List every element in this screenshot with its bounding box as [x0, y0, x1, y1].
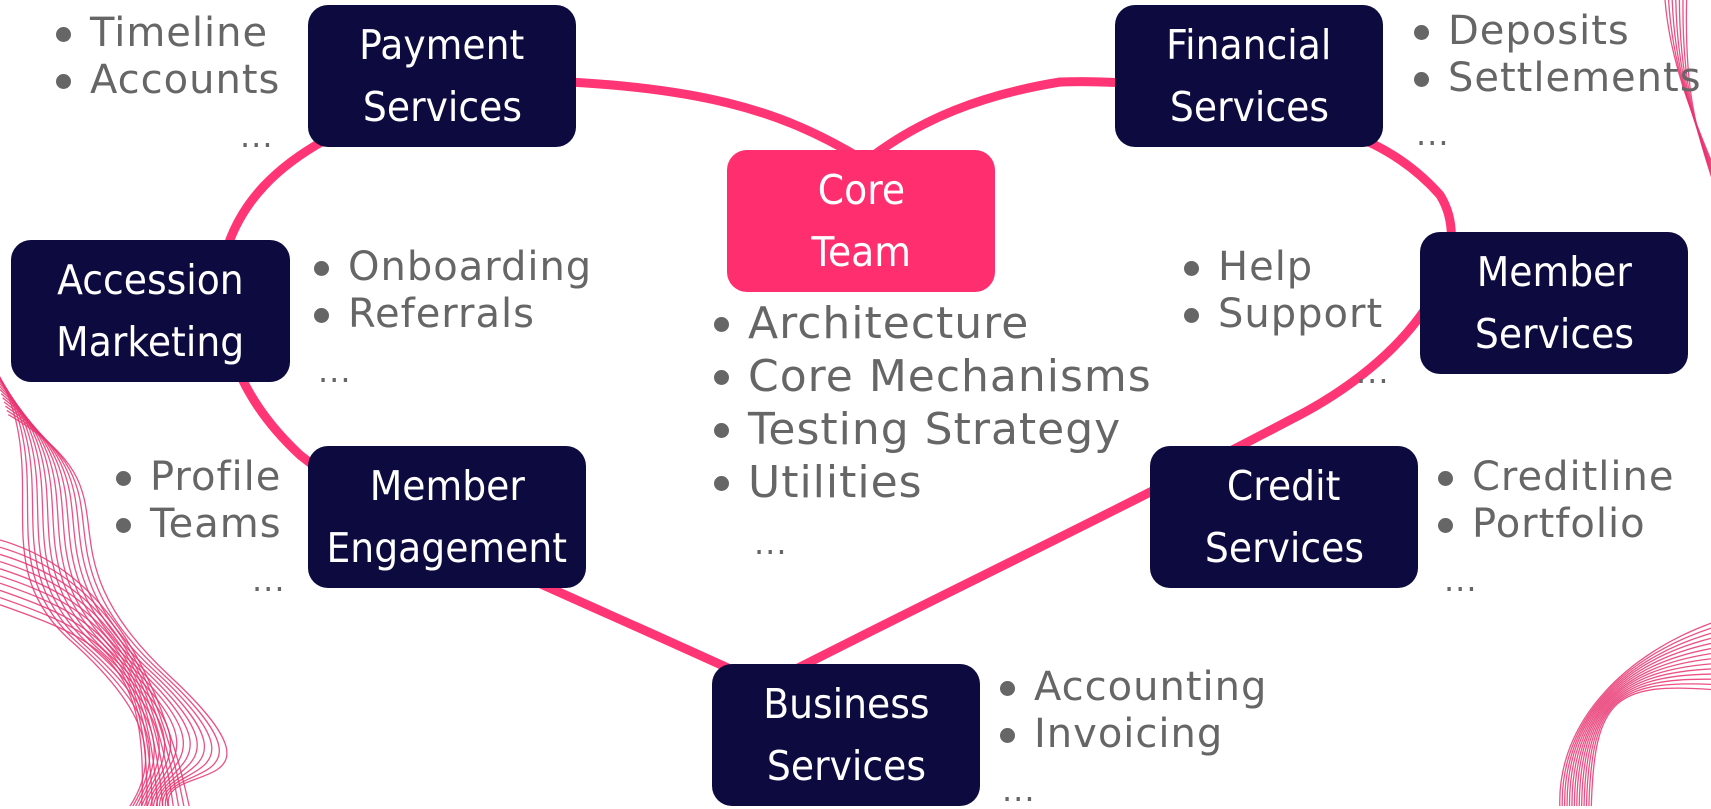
member-services-list: Help Support	[1180, 244, 1383, 338]
core-team-list: Architecture Core Mechanisms Testing Str…	[710, 297, 1152, 509]
list-item: Help	[1180, 244, 1383, 291]
credit-services-node[interactable]: Credit Services	[1150, 446, 1418, 588]
member-engagement-list: Profile Teams	[112, 454, 282, 548]
more-ellipsis: ...	[318, 352, 352, 390]
payment-services-list: Timeline Accounts	[52, 10, 280, 104]
node-line: Core	[817, 166, 905, 214]
more-ellipsis: ...	[1356, 353, 1390, 391]
decor-wave-line	[1573, 653, 1711, 806]
more-ellipsis: ...	[1002, 771, 1036, 809]
member-engagement-node[interactable]: Member Engagement	[308, 446, 586, 588]
decor-wave-line	[0, 376, 147, 806]
decor-wave-line	[1583, 673, 1711, 806]
decor-wave-line	[1576, 658, 1711, 806]
decor-wave-line	[0, 393, 191, 806]
node-line: Services	[1474, 310, 1634, 358]
decor-wave-line	[0, 575, 164, 806]
decor-wave-line	[3, 401, 205, 806]
node-line: Payment	[359, 21, 525, 69]
node-line: Services	[1204, 524, 1364, 572]
list-item: Onboarding	[310, 244, 592, 291]
node-line: Marketing	[56, 318, 245, 366]
decor-wave-line	[1667, 0, 1711, 165]
more-ellipsis: ...	[1416, 115, 1450, 153]
decor-wave-line	[1564, 632, 1711, 806]
decor-wave-line	[5, 405, 213, 806]
list-item: Profile	[112, 454, 282, 501]
payment-services-node[interactable]: Payment Services	[308, 5, 576, 147]
list-item: Accounts	[52, 57, 280, 104]
decor-wave-line	[1566, 637, 1711, 806]
financial-services-node[interactable]: Financial Services	[1115, 5, 1383, 147]
more-ellipsis: ...	[754, 524, 788, 562]
list-item: Creditline	[1434, 454, 1674, 501]
list-item: Accounting	[996, 664, 1267, 711]
list-item: Core Mechanisms	[710, 350, 1152, 403]
decorative-waves-left	[0, 376, 228, 806]
more-ellipsis: ...	[240, 117, 274, 155]
list-item: Portfolio	[1434, 501, 1674, 548]
list-item: Teams	[112, 501, 282, 548]
decor-wave-line	[1559, 622, 1711, 806]
decor-wave-line	[1685, 0, 1711, 178]
decor-wave-line	[1561, 627, 1711, 806]
decor-wave-line	[1568, 642, 1711, 806]
list-item: Utilities	[710, 456, 1152, 509]
more-ellipsis: ...	[252, 561, 286, 599]
list-item: Invoicing	[996, 711, 1267, 758]
node-line: Engagement	[326, 524, 568, 572]
node-line: Credit	[1227, 462, 1341, 510]
accession-marketing-node[interactable]: Accession Marketing	[11, 240, 290, 382]
decor-wave-line	[0, 383, 172, 806]
decor-wave-line	[0, 539, 190, 806]
decor-wave-line	[1581, 668, 1711, 806]
accession-marketing-list: Onboarding Referrals	[310, 244, 592, 338]
decor-wave-line	[0, 568, 169, 806]
decor-wave-line	[0, 553, 180, 806]
decor-wave-line	[0, 379, 160, 806]
decor-wave-line	[0, 589, 153, 806]
decorative-waves-bottom-right	[1559, 622, 1711, 806]
list-item: Architecture	[710, 297, 1152, 350]
list-item: Timeline	[52, 10, 280, 57]
credit-services-list: Creditline Portfolio	[1434, 454, 1674, 548]
node-line: Team	[811, 228, 911, 276]
more-ellipsis: ...	[1444, 561, 1478, 599]
business-services-node[interactable]: Business Services	[712, 664, 980, 806]
decorative-waves-top-right	[1664, 0, 1711, 178]
decor-wave-line	[0, 377, 155, 806]
node-line: Services	[1169, 83, 1329, 131]
node-line: Accession	[57, 256, 244, 304]
node-line: Services	[362, 83, 522, 131]
decor-wave-line	[6, 409, 220, 806]
business-services-list: Accounting Invoicing	[996, 664, 1267, 758]
node-line: Services	[766, 742, 926, 790]
node-line: Financial	[1166, 21, 1332, 69]
decor-wave-line	[0, 596, 148, 806]
decor-wave-line	[1578, 663, 1711, 806]
core-team-node[interactable]: Core Team	[727, 150, 995, 292]
decor-wave-line	[0, 582, 158, 806]
node-line: Member	[369, 462, 525, 510]
list-item: Referrals	[310, 291, 592, 338]
decor-wave-line	[1588, 683, 1711, 806]
list-item: Support	[1180, 291, 1383, 338]
node-line: Member	[1476, 248, 1632, 296]
decor-wave-line	[0, 560, 174, 806]
decor-wave-line	[1590, 687, 1711, 806]
list-item: Settlements	[1410, 55, 1702, 102]
decor-wave-line	[0, 604, 143, 806]
financial-services-list: Deposits Settlements	[1410, 8, 1702, 102]
decor-wave-line	[0, 546, 185, 806]
member-services-node[interactable]: Member Services	[1420, 232, 1688, 374]
list-item: Deposits	[1410, 8, 1702, 55]
decor-wave-line	[1571, 647, 1711, 806]
decor-wave-line	[1585, 678, 1711, 806]
decor-wave-line	[7, 414, 228, 806]
list-item: Testing Strategy	[710, 403, 1152, 456]
node-line: Business	[762, 680, 930, 728]
